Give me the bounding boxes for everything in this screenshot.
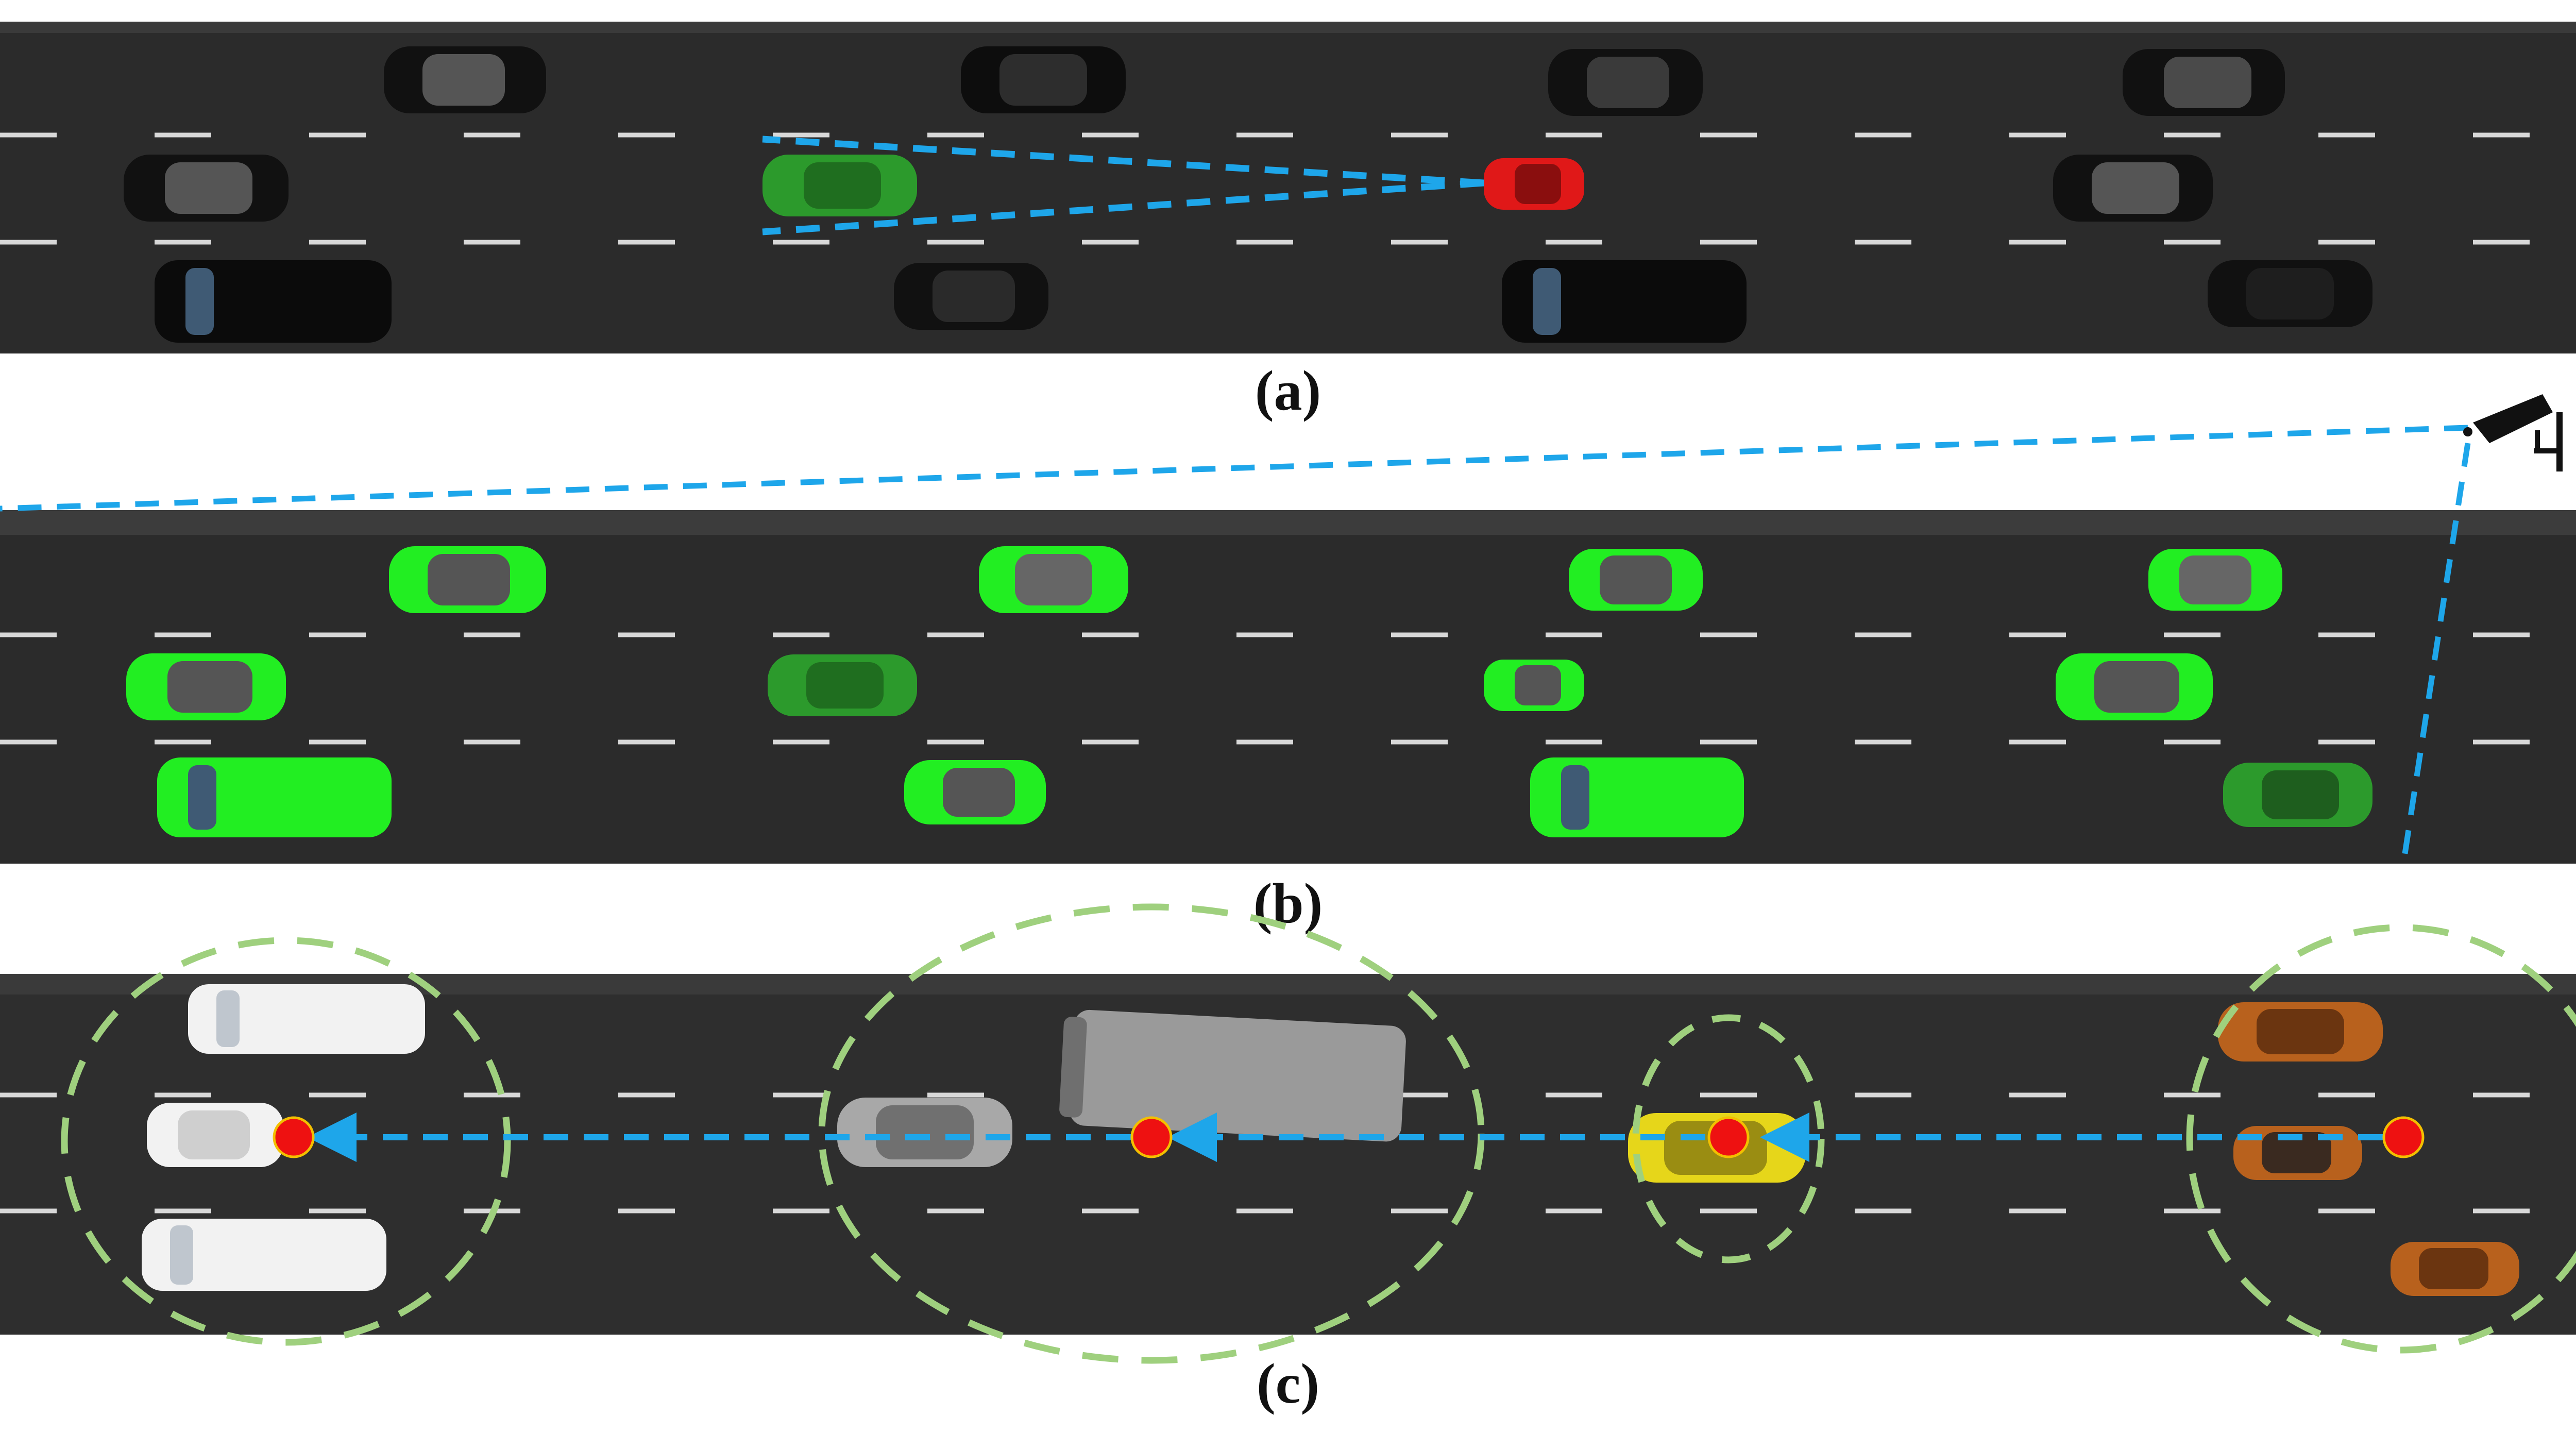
road-edge-a xyxy=(0,22,2576,33)
cluster-center xyxy=(273,1116,315,1158)
vehicle-detected xyxy=(126,653,286,720)
vehicle-unseen xyxy=(894,263,1048,330)
cluster-center xyxy=(2382,1116,2425,1158)
vehicle-detected xyxy=(979,546,1128,613)
vehicle-cluster-4 xyxy=(2233,1126,2362,1180)
view-ray xyxy=(0,425,2468,512)
vehicle-unseen xyxy=(2208,260,2372,327)
vehicle-detected xyxy=(904,760,1046,824)
view-ray xyxy=(762,179,1484,235)
vehicle-detected xyxy=(1484,660,1584,711)
caption-a: (a) xyxy=(1255,359,1321,422)
panel-a xyxy=(0,22,2576,353)
vehicle-unseen xyxy=(1548,49,1703,116)
vehicle-detected xyxy=(1530,757,1744,837)
vehicle-cluster-1 xyxy=(188,984,425,1054)
vehicle-cluster-4 xyxy=(2218,1002,2383,1062)
group-boundary xyxy=(1632,1014,1825,1263)
road-edge-b xyxy=(0,510,2576,535)
group-boundary xyxy=(61,937,511,1346)
group-boundary xyxy=(2186,924,2576,1354)
vehicle-unseen xyxy=(961,46,1126,113)
caption-b: (b) xyxy=(1253,872,1323,935)
vehicle-unseen xyxy=(1502,260,1747,343)
view-ray xyxy=(762,136,1484,187)
vehicle-detected xyxy=(2223,763,2372,827)
vehicle-cluster-4 xyxy=(2391,1242,2519,1296)
vehicle-unseen xyxy=(155,260,392,343)
vehicle-detected xyxy=(389,546,546,613)
vehicle-unseen xyxy=(2053,155,2213,222)
vehicle-detected xyxy=(1569,549,1703,611)
vehicle-detected xyxy=(2056,653,2213,720)
cluster-center xyxy=(1130,1116,1173,1158)
vehicle-unseen xyxy=(384,46,546,113)
camera-icon xyxy=(2463,394,2563,471)
vehicle-unseen xyxy=(124,155,289,222)
ego-vehicle xyxy=(1484,158,1584,210)
vehicle-detected xyxy=(2148,549,2282,611)
panel-b xyxy=(0,394,2576,864)
vehicle-cluster-1 xyxy=(142,1219,386,1291)
panel-c xyxy=(0,903,2576,1364)
cluster-center xyxy=(1707,1116,1750,1158)
group-boundary xyxy=(818,903,1485,1364)
view-ray xyxy=(2400,443,2471,864)
vehicle-unseen xyxy=(2123,49,2285,116)
vehicle-detected xyxy=(768,654,917,716)
caption-c: (c) xyxy=(1257,1352,1319,1415)
observer-vehicle xyxy=(762,155,917,216)
vehicle-detected xyxy=(157,757,392,837)
vehicle-cluster-1 xyxy=(147,1103,283,1167)
vehicle-cluster-2 xyxy=(837,1098,1012,1167)
vehicle-cluster-2 xyxy=(1059,1009,1406,1142)
